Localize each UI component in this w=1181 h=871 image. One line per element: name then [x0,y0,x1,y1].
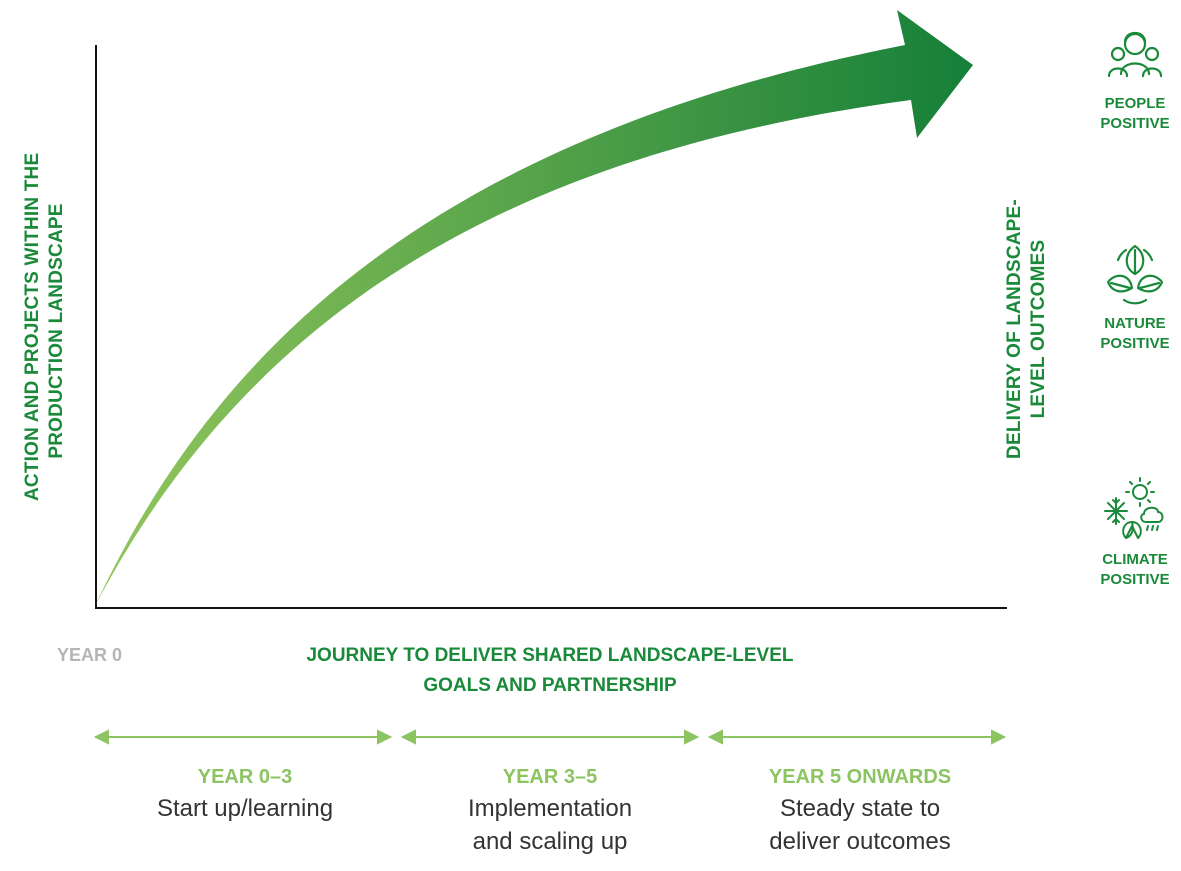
phase-2-desc-line1: Implementation [467,795,633,822]
outcome-nature-line1: NATURE [1104,315,1166,332]
outcome-people-line2: POSITIVE [1100,115,1170,132]
phase-3-label: YEAR 5 ONWARDS [768,766,952,788]
growth-arrow [95,10,973,606]
x-axis-label: JOURNEY TO DELIVER SHARED LANDSCAPE-LEVE… [200,641,900,701]
phase-2: YEAR 3–5 Implementation and scaling up [430,762,670,858]
y-axis-label: ACTION AND PROJECTS WITHIN THE PRODUCTIO… [21,152,73,501]
x-axis-label-line2: GOALS AND PARTNERSHIP [423,675,677,696]
outcome-climate-line2: POSITIVE [1100,571,1170,588]
outcome-climate-line1: CLIMATE [1102,551,1168,568]
x-axis-label-line1: JOURNEY TO DELIVER SHARED LANDSCAPE-LEVE… [306,645,794,666]
phase-arrow-1 [93,729,393,745]
outcome-climate: CLIMATE POSITIVE [1080,474,1181,590]
outcome-people-line1: PEOPLE [1104,95,1166,112]
phase-2-label: YEAR 3–5 [502,766,598,788]
y-axis-label-line1: ACTION AND PROJECTS WITHIN THE [22,152,43,501]
outcome-nature-line2: POSITIVE [1100,335,1170,352]
outcome-people: PEOPLE POSITIVE [1080,22,1181,134]
climate-icon [1104,477,1164,539]
phase-3-desc-line2: deliver outcomes [769,828,951,855]
outcomes-axis-label: DELIVERY OF LANDSCAPE- LEVEL OUTCOMES [1003,169,1055,489]
phase-1-label: YEAR 0–3 [197,766,293,788]
outcome-nature: NATURE POSITIVE [1080,242,1181,354]
phase-3: YEAR 5 ONWARDS Steady state to deliver o… [725,762,995,858]
outcomes-axis-label-line1: DELIVERY OF LANDSCAPE- [1004,199,1025,459]
origin-year-label: YEAR 0 [57,645,123,665]
phase-1-desc-line1: Start up/learning [156,795,334,822]
phase-arrow-2 [400,729,700,745]
y-axis-label-line2: PRODUCTION LANDSCAPE [46,203,67,459]
phase-3-desc-line1: Steady state to [779,795,941,822]
phase-2-desc-line2: and scaling up [472,828,628,855]
phase-1: YEAR 0–3 Start up/learning [125,762,365,825]
outcomes-axis-label-line2: LEVEL OUTCOMES [1028,239,1049,419]
phase-arrow-3 [707,729,1007,745]
people-icon [1107,31,1163,78]
leaves-icon [1106,244,1164,305]
